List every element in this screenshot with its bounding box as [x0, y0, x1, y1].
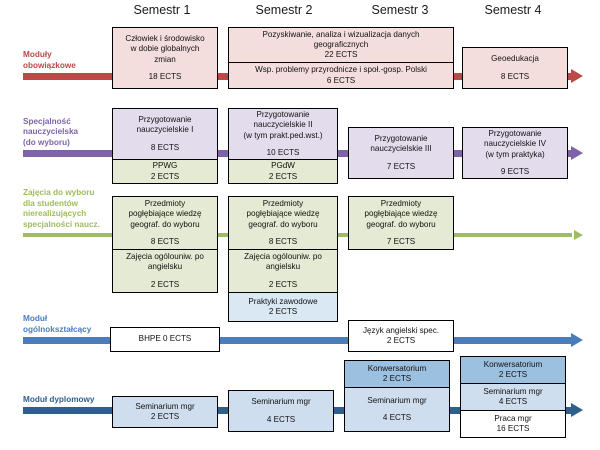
row-label-modul-ogolnoksztalcacy: Moduł ogólnokształcący	[23, 314, 92, 334]
course-title: Seminarium mgr	[135, 401, 195, 411]
semester-header-1: Semestr 1	[133, 3, 191, 17]
course-title: Zajęcia ogólouniw. po angielsku	[244, 252, 322, 272]
course-ects: 4 ECTS	[382, 413, 412, 422]
course-box-seminarium-mgr-2[interactable]: Seminarium mgr 4 ECTS	[228, 390, 334, 432]
course-box-jezyk-angielski-spec[interactable]: Język angielski spec.2 ECTS	[348, 320, 454, 352]
course-title: Geoedukacja	[491, 54, 539, 64]
course-ects: 2 ECTS	[150, 171, 180, 181]
course-title: Seminarium mgr	[483, 386, 543, 396]
course-ects: 8 ECTS	[150, 236, 180, 246]
course-box-przedmioty-poglebiajace-2[interactable]: Przedmioty pogłębiające wiedzę geograf. …	[228, 196, 338, 250]
course-ects: 2 ECTS	[150, 412, 180, 421]
track-arrowhead	[571, 403, 583, 417]
course-ects: 2 ECTS	[382, 374, 412, 383]
course-box-bhpe[interactable]: BHPE 0 ECTS	[110, 327, 220, 352]
course-ects: 8 ECTS	[500, 71, 530, 81]
course-ects: 8 ECTS	[268, 236, 298, 246]
course-title: Konwersatorium	[367, 363, 427, 373]
course-title: Seminarium mgr	[251, 397, 311, 407]
row-label-moduly-obowiazkowe: Moduły obowiązkowe	[23, 50, 76, 70]
course-title: Przedmioty pogłębiające wiedzę geograf. …	[128, 199, 202, 229]
course-title: Przygotowanie nauczycielskie IV (w tym p…	[483, 129, 547, 159]
course-box-przygotowanie-nauczycielskie-4[interactable]: Przygotowanie nauczycielskie IV (w tym p…	[462, 127, 568, 179]
semester-header-3: Semestr 3	[371, 3, 429, 17]
course-ects: 2 ECTS	[498, 370, 528, 379]
course-ects: 16 ECTS	[496, 424, 530, 433]
course-title: Wsp. problemy przyrodnicze i społ.-gosp.…	[255, 65, 427, 75]
course-ects: 22 ECTS	[324, 50, 358, 60]
course-box-przygotowanie-nauczycielskie-1[interactable]: Przygotowanie nauczycielskie I 8 ECTS	[112, 108, 218, 160]
track-arrowhead	[574, 230, 583, 240]
course-ects: 7 ECTS	[386, 161, 416, 171]
course-box-czlowiek-i-srodowisko[interactable]: Człowiek i środowisko w dobie globalnych…	[112, 27, 218, 89]
course-ects: 4 ECTS	[498, 397, 528, 406]
track-arrow-modul-ogolnoksztalcacy	[23, 333, 583, 347]
course-ects: 6 ECTS	[326, 75, 356, 85]
row-label-modul-dyplomowy: Moduł dyplomowy	[23, 394, 95, 404]
course-ects: 2 ECTS	[386, 336, 416, 345]
course-title: Przygotowanie nauczycielskie II (w tym p…	[243, 110, 323, 140]
semester-header-4: Semestr 4	[484, 3, 542, 17]
course-ects: 7 ECTS	[386, 236, 416, 246]
course-box-przygotowanie-nauczycielskie-3[interactable]: Przygotowanie nauczycielskie III 7 ECTS	[348, 127, 454, 179]
course-box-przedmioty-poglebiajace-1[interactable]: Przedmioty pogłębiające wiedzę geograf. …	[112, 196, 218, 250]
course-ects: 8 ECTS	[150, 142, 180, 152]
course-title: Człowiek i środowisko w dobie globalnych…	[125, 34, 205, 64]
course-box-przygotowanie-nauczycielskie-2[interactable]: Przygotowanie nauczycielskie II (w tym p…	[228, 108, 338, 160]
course-title: Seminarium mgr	[367, 395, 427, 405]
track-arrowhead	[571, 146, 583, 160]
course-title: Zajęcia ogólouniw. po angielsku	[126, 252, 204, 272]
course-title: Pozyskiwanie, analiza i wizualizacja dan…	[262, 29, 420, 49]
track-arrowhead	[571, 333, 583, 347]
course-title: Praca mgr	[494, 413, 532, 423]
course-box-przedmioty-poglebiajace-3[interactable]: Przedmioty pogłębiające wiedzę geograf. …	[348, 196, 454, 250]
track-bar	[23, 336, 572, 344]
course-title: Konwersatorium	[483, 359, 543, 369]
course-ects: 18 ECTS	[148, 71, 182, 81]
row-label-zajecia-do-wyboru: Zajęcia do wyboru dla studentów niereali…	[23, 188, 100, 229]
course-box-wspolczesne-problemy-polski[interactable]: Wsp. problemy przyrodnicze i społ.-gosp.…	[228, 62, 454, 89]
course-ects: 10 ECTS	[266, 147, 300, 157]
course-box-pozyskiwanie-analiza-wizualizacja[interactable]: Pozyskiwanie, analiza i wizualizacja dan…	[228, 27, 454, 63]
semester-header-2: Semestr 2	[255, 3, 313, 17]
course-ects: 2 ECTS	[268, 279, 298, 289]
course-box-seminarium-mgr-3[interactable]: Seminarium mgr 4 ECTS	[344, 387, 450, 432]
course-ects: 2 ECTS	[150, 279, 180, 289]
course-title: PPWG	[152, 161, 178, 171]
course-title: Przedmioty pogłębiające wiedzę geograf. …	[364, 199, 438, 229]
course-box-zajecia-ogolnouniw-1[interactable]: Zajęcia ogólouniw. po angielsku 2 ECTS	[112, 249, 218, 293]
course-title: Przygotowanie nauczycielskie III	[370, 134, 432, 154]
course-ects: 4 ECTS	[266, 414, 296, 424]
row-label-specjalnosc-nauczycielska: Specjalność nauczycielska (do wyboru)	[23, 116, 79, 147]
track-arrowhead	[571, 69, 583, 83]
course-ects: 2 ECTS	[268, 307, 298, 316]
course-title: Język angielski spec.	[362, 325, 440, 335]
course-title: Praktyki zawodowe	[248, 296, 318, 306]
course-title: Przedmioty pogłębiające wiedzę geograf. …	[246, 199, 320, 229]
course-title: Przygotowanie nauczycielskie I	[136, 115, 194, 135]
course-box-zajecia-ogolnouniw-2[interactable]: Zajęcia ogólouniw. po angielsku 2 ECTS	[228, 249, 338, 293]
course-ects: 9 ECTS	[500, 166, 530, 176]
course-title: PGdW	[271, 161, 295, 171]
course-box-geoedukacja[interactable]: Geoedukacja 8 ECTS	[462, 47, 568, 89]
course-ects: 2 ECTS	[268, 171, 298, 181]
course-title: BHPE 0 ECTS	[138, 334, 192, 344]
